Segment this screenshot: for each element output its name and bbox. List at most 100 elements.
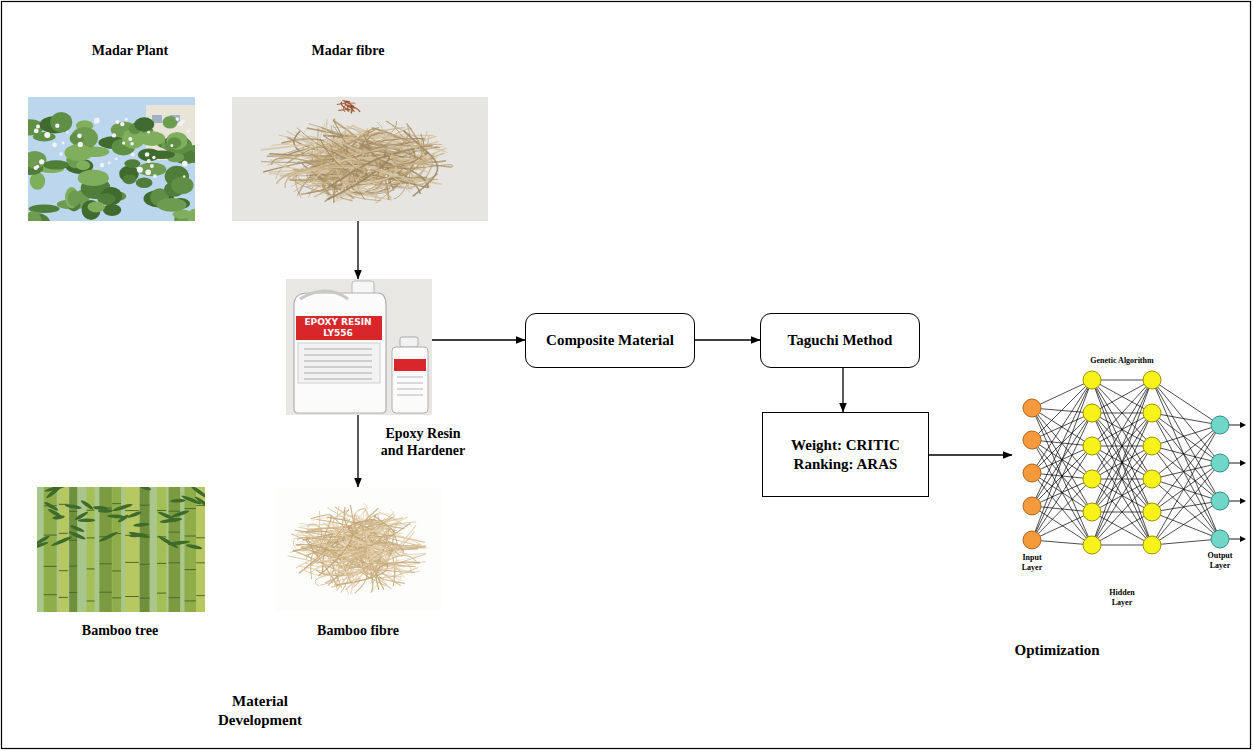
jug [294, 293, 386, 413]
flower [77, 133, 82, 138]
fibre-strand [338, 109, 348, 110]
photo-caption: Bamboo tree [60, 622, 180, 639]
leaf [138, 163, 167, 177]
neuron [1211, 530, 1229, 548]
photo-ground [286, 279, 432, 415]
flower [52, 143, 57, 148]
epoxy-photo: Epoxy Resin and Hardener [286, 279, 432, 415]
stalk-node [140, 598, 150, 599]
fibre-strand [269, 131, 303, 155]
flower [55, 124, 59, 128]
network-link [1152, 512, 1220, 539]
process-box: Composite Material [525, 313, 695, 368]
stalk-node [185, 536, 197, 537]
leaf [28, 211, 42, 221]
neuron [1023, 531, 1041, 549]
flower [116, 120, 120, 124]
madar-plant-photo: Madar Plant [28, 97, 195, 221]
neuron [1211, 416, 1229, 434]
stalk-node [157, 510, 166, 511]
stalk-node [99, 592, 112, 593]
network-link [1152, 425, 1220, 479]
output-arrowhead [1240, 498, 1246, 504]
sticker-print [304, 355, 372, 356]
layer-label: Hidden Layer [1104, 588, 1140, 608]
stalk-node [169, 597, 180, 598]
stalk-node [169, 532, 180, 533]
network-link [1032, 380, 1092, 540]
network-link [1152, 380, 1220, 463]
jug-handle [300, 291, 348, 299]
sticker-print [304, 379, 372, 380]
photo-ground [37, 487, 205, 612]
bamboo-leaf [170, 498, 186, 502]
flower [120, 122, 124, 126]
network-link [1152, 425, 1220, 545]
network-illustration [1012, 350, 1248, 612]
product-code: LY556 [296, 328, 380, 339]
flower [78, 142, 83, 147]
stalk-node [69, 566, 77, 567]
stalk-node [112, 503, 121, 504]
sticker-print [304, 361, 372, 362]
bamboo-leaf [133, 522, 149, 527]
leaf [50, 112, 72, 133]
leaf [188, 209, 195, 221]
bamboo-stalk [140, 487, 150, 612]
network-link [1092, 512, 1152, 545]
fibre-strand [393, 522, 415, 548]
flower [36, 165, 40, 169]
bamboo-leaf [107, 514, 124, 518]
stalk-node [44, 594, 57, 595]
fibre-strand [331, 120, 347, 155]
bamboo-stalk [99, 487, 112, 612]
flower [34, 129, 39, 134]
network-link [1152, 413, 1220, 425]
stalk-node [69, 592, 77, 593]
stalk-node [99, 563, 112, 564]
flower [145, 152, 150, 157]
network-link [1152, 413, 1220, 539]
bamboo-leaf [127, 510, 142, 519]
bamboo-leaf [98, 531, 118, 543]
leaf [157, 198, 187, 212]
network-link [1152, 539, 1220, 545]
output-arrowhead [1240, 422, 1246, 428]
neuron [1023, 464, 1041, 482]
fibre-strand [285, 166, 365, 188]
network-link [1152, 446, 1220, 539]
neuron [1143, 404, 1161, 422]
bamboo-leaf [171, 509, 189, 518]
bottle-print [397, 377, 423, 378]
fibre-strand [360, 560, 401, 585]
fibre-strand [358, 523, 386, 586]
stalk-node [112, 597, 121, 598]
network-link [1092, 380, 1152, 479]
neural-network: Genetic AlgorithmInput LayerHidden Layer… [1012, 350, 1248, 612]
stalk-node [125, 562, 139, 563]
bamboo-leaf [78, 518, 95, 522]
flower [59, 152, 62, 155]
madar-fibre-photo: Madar fibre [232, 97, 488, 221]
flow-arrow [432, 339, 525, 340]
flower [125, 118, 128, 121]
box-label: Composite Material [546, 331, 674, 350]
flower [137, 167, 143, 173]
fibre-strand [391, 555, 425, 569]
output-arrow [1229, 425, 1240, 426]
fibre-strand [323, 551, 382, 561]
flower [145, 169, 151, 175]
neuron [1143, 371, 1161, 389]
flower [115, 158, 118, 161]
bamboo-leaf [181, 494, 202, 505]
neuron [1143, 536, 1161, 554]
leaf [123, 174, 137, 184]
flower [62, 142, 65, 145]
leaf [64, 144, 92, 161]
stalk-node [59, 570, 68, 571]
flower [108, 162, 111, 165]
network-link [1092, 380, 1152, 545]
fibre-strand [311, 166, 428, 190]
fibre-strand [318, 144, 442, 158]
stalk-node [44, 566, 57, 567]
